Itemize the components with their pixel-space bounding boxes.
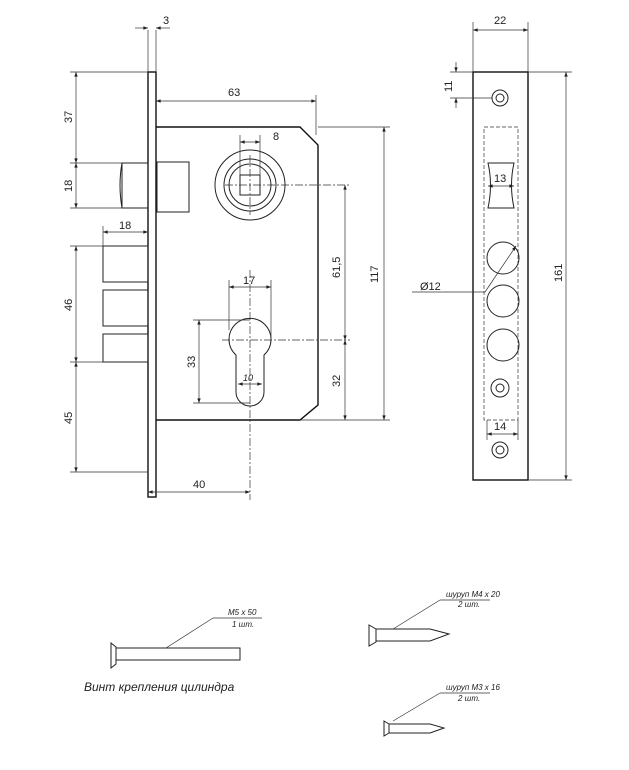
cylinder-screw-caption: Винт крепления цилиндра <box>84 680 235 694</box>
dim-46: 46 <box>63 299 75 311</box>
bolt-hole-3 <box>486 328 520 362</box>
latch-opening <box>487 162 515 209</box>
wood-screw-m3: шуруп M3 x 16 2 шт. <box>383 683 500 737</box>
dim-33: 33 <box>186 356 198 368</box>
latch-bevel <box>119 162 123 209</box>
cylinder-cutout <box>228 317 272 407</box>
cylinder-screw: M5 x 50 1 шт. Винт крепления цилиндра <box>84 608 262 694</box>
deadbolt-3 <box>102 333 149 363</box>
dim-3: 3 <box>163 15 169 27</box>
dim-40: 40 <box>193 479 205 491</box>
dim-diameter-12: Ø12 <box>420 281 441 293</box>
latch-housing <box>156 161 190 213</box>
dim-10: 10 <box>243 373 253 383</box>
deadbolt-2 <box>102 289 149 327</box>
faceplate <box>147 71 157 498</box>
faceplate-outline <box>472 71 529 481</box>
dim-14: 14 <box>494 421 506 433</box>
dim-8: 8 <box>273 131 279 143</box>
m4-screw-qty: 2 шт. <box>457 600 480 609</box>
cylinder-screw-spec: M5 x 50 <box>228 608 257 617</box>
dim-18-deadbolt: 18 <box>119 220 131 232</box>
dim-117: 117 <box>369 265 381 283</box>
bolt-hole-2 <box>486 284 520 318</box>
dim-13: 13 <box>494 173 506 185</box>
dim-18-latch: 18 <box>63 180 75 192</box>
latch-bolt <box>121 162 149 209</box>
dim-37: 37 <box>63 111 75 123</box>
dim-45: 45 <box>63 412 75 424</box>
bolt-hole-1 <box>486 241 520 275</box>
faceplate-side-view: 22 11 13 Ø12 161 14 <box>412 15 572 481</box>
lock-body <box>156 126 319 421</box>
wood-screw-m4: шуруп M4 x 20 2 шт. <box>368 590 500 647</box>
spindle-hub <box>214 149 350 221</box>
m3-screw-qty: 2 шт. <box>457 694 480 703</box>
m3-screw-spec: шуруп M3 x 16 <box>446 683 500 692</box>
dim-161: 161 <box>553 264 565 282</box>
body-outline-hidden <box>483 126 519 421</box>
dim-17: 17 <box>243 275 255 287</box>
m4-screw-spec: шуруп M4 x 20 <box>446 590 500 599</box>
cylinder-screw-qty: 1 шт. <box>232 620 254 629</box>
dim-22: 22 <box>494 15 506 27</box>
dim-63: 63 <box>228 87 240 99</box>
dim-32: 32 <box>331 375 343 387</box>
deadbolt-1 <box>102 245 149 283</box>
dim-11: 11 <box>443 81 455 92</box>
lock-front-view: 3 63 8 37 18 46 45 18 40 17 33 10 <box>63 15 390 500</box>
dim-61-5: 61,5 <box>331 257 343 278</box>
